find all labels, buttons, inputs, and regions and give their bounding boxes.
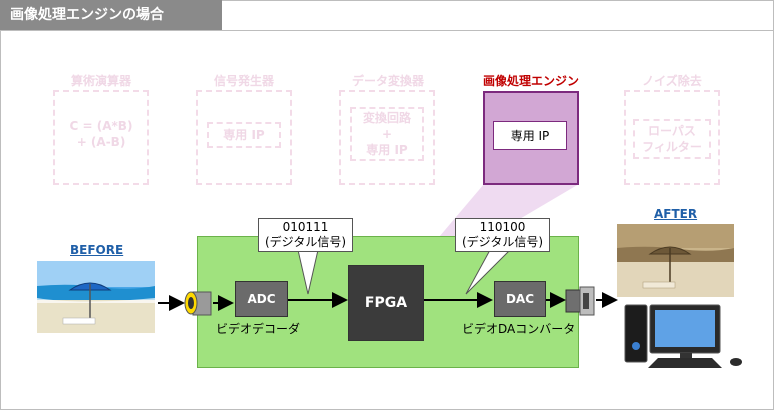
engine-label: 画像処理エンジン xyxy=(482,74,579,88)
callout-adc-text: (デジタル信号) xyxy=(264,235,347,249)
faint-label-convert: データ変換器 xyxy=(351,74,424,88)
callout-adc-bits: 010111 xyxy=(282,220,329,234)
faint-box-signal xyxy=(196,90,292,185)
callout-fpga-output: 110100 (デジタル信号) xyxy=(455,218,550,252)
callout-fpga-text: (デジタル信号) xyxy=(461,235,544,249)
faint-label-signal: 信号発生器 xyxy=(213,74,274,88)
faint-label-noise: ノイズ除去 xyxy=(642,74,702,88)
before-label: BEFORE xyxy=(70,243,124,257)
input-connector-icon xyxy=(184,291,212,316)
faint-inner-noise: ローパス フィルター xyxy=(633,119,711,159)
computer-icon xyxy=(624,304,742,368)
callout-adc-output: 010111 (デジタル信号) xyxy=(258,218,353,252)
engine-ip-box: 専用 IP xyxy=(493,121,567,150)
before-image xyxy=(37,261,155,333)
fpga-chip: FPGA xyxy=(348,265,424,341)
faint-label-arith: 算術演算器 xyxy=(70,74,131,88)
faint-inner-signal: 専用 IP xyxy=(207,122,281,148)
faint-box-arith xyxy=(53,90,149,185)
dac-chip: DAC xyxy=(494,281,546,317)
output-connector-icon xyxy=(565,286,595,316)
faint-inner-convert: 変換回路 + 専用 IP xyxy=(350,107,424,161)
after-image xyxy=(617,224,734,297)
callout-fpga-bits: 110100 xyxy=(479,220,526,234)
faint-box-noise xyxy=(624,90,720,185)
faint-box-convert xyxy=(339,90,435,185)
adc-caption: ビデオデコーダ xyxy=(216,322,301,336)
dac-caption: ビデオDAコンバータ xyxy=(462,322,576,336)
faint-inner-arith: C = (A*B) + (A-B) xyxy=(69,119,133,149)
page-title: 画像処理エンジンの場合 xyxy=(0,0,774,31)
adc-chip: ADC xyxy=(235,281,288,317)
after-label: AFTER xyxy=(654,207,698,221)
